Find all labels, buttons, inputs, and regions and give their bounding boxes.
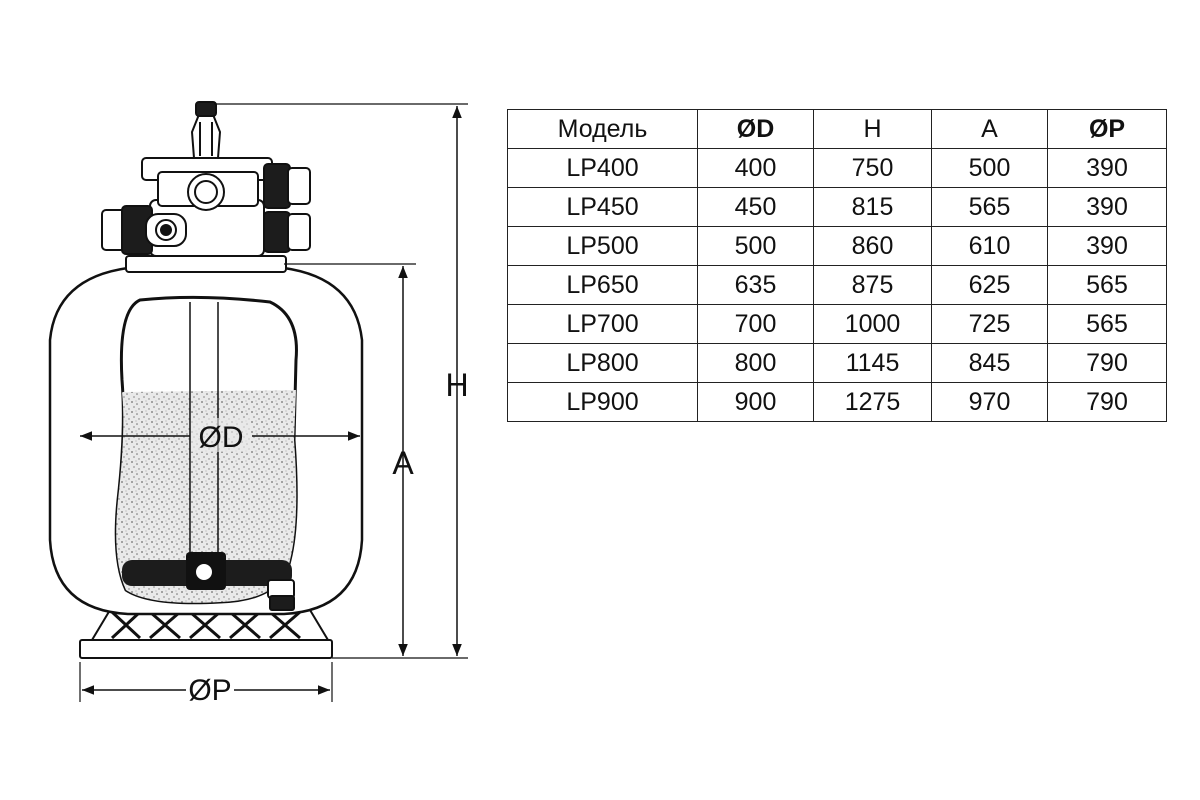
cell-tank-diameter: 900	[697, 382, 814, 422]
cell-tank-diameter: 400	[697, 148, 814, 188]
cell-base-diameter: 565	[1047, 265, 1167, 305]
cell-body-height: 500	[931, 148, 1048, 188]
table-header-row: Модель ØD H A ØP	[507, 109, 1167, 149]
tank-neck	[125, 255, 287, 273]
cell-tank-diameter: 800	[697, 343, 814, 383]
body-height-label: A	[392, 445, 414, 481]
table-row: LP800 800 1145 845 790	[507, 343, 1167, 383]
cell-base-diameter: 390	[1047, 148, 1167, 188]
table-row: LP450 450 815 565 390	[507, 187, 1167, 227]
cell-height: 875	[813, 265, 932, 305]
cell-body-height: 565	[931, 187, 1048, 227]
cell-height: 1145	[813, 343, 932, 383]
cell-model: LP650	[507, 265, 698, 305]
cell-body-height: 970	[931, 382, 1048, 422]
column-header-model: Модель	[507, 109, 698, 149]
cell-tank-diameter: 635	[697, 265, 814, 305]
sand-filter-drawing: ØD H A ØP	[48, 101, 469, 707]
cell-model: LP400	[507, 148, 698, 188]
cell-base-diameter: 390	[1047, 187, 1167, 227]
cell-base-diameter: 790	[1047, 382, 1167, 422]
cell-model: LP900	[507, 382, 698, 422]
tank-diameter-label: ØD	[199, 421, 244, 454]
cell-body-height: 625	[931, 265, 1048, 305]
cell-model: LP700	[507, 304, 698, 344]
height-label: H	[445, 367, 468, 403]
cell-height: 1275	[813, 382, 932, 422]
drain-plug	[267, 579, 295, 611]
base-diameter-label: ØP	[188, 674, 231, 707]
cell-base-diameter: 790	[1047, 343, 1167, 383]
column-header-body-height: A	[931, 109, 1048, 149]
column-header-height: H	[813, 109, 932, 149]
cell-height: 815	[813, 187, 932, 227]
cell-body-height: 845	[931, 343, 1048, 383]
cell-model: LP800	[507, 343, 698, 383]
cell-height: 750	[813, 148, 932, 188]
cell-body-height: 610	[931, 226, 1048, 266]
cell-tank-diameter: 700	[697, 304, 814, 344]
cell-tank-diameter: 500	[697, 226, 814, 266]
multiport-valve	[101, 101, 311, 257]
cell-height: 1000	[813, 304, 932, 344]
sand-fill	[116, 390, 297, 603]
extension-lines	[79, 103, 468, 702]
table-row: LP900 900 1275 970 790	[507, 382, 1167, 422]
cell-tank-diameter: 450	[697, 187, 814, 227]
cell-height: 860	[813, 226, 932, 266]
table-row: LP400 400 750 500 390	[507, 148, 1167, 188]
lateral-collector	[122, 552, 292, 590]
cell-base-diameter: 565	[1047, 304, 1167, 344]
column-header-base-diameter: ØP	[1047, 109, 1167, 149]
column-header-tank-diameter: ØD	[697, 109, 814, 149]
cell-base-diameter: 390	[1047, 226, 1167, 266]
filter-base-stand	[79, 609, 333, 659]
table-row: LP700 700 1000 725 565	[507, 304, 1167, 344]
cell-model: LP450	[507, 187, 698, 227]
table-row: LP650 635 875 625 565	[507, 265, 1167, 305]
table-row: LP500 500 860 610 390	[507, 226, 1167, 266]
cell-body-height: 725	[931, 304, 1048, 344]
cell-model: LP500	[507, 226, 698, 266]
model-dimensions-table: Модель ØD H A ØP LP400 400 750 500 390 L…	[507, 109, 1167, 422]
